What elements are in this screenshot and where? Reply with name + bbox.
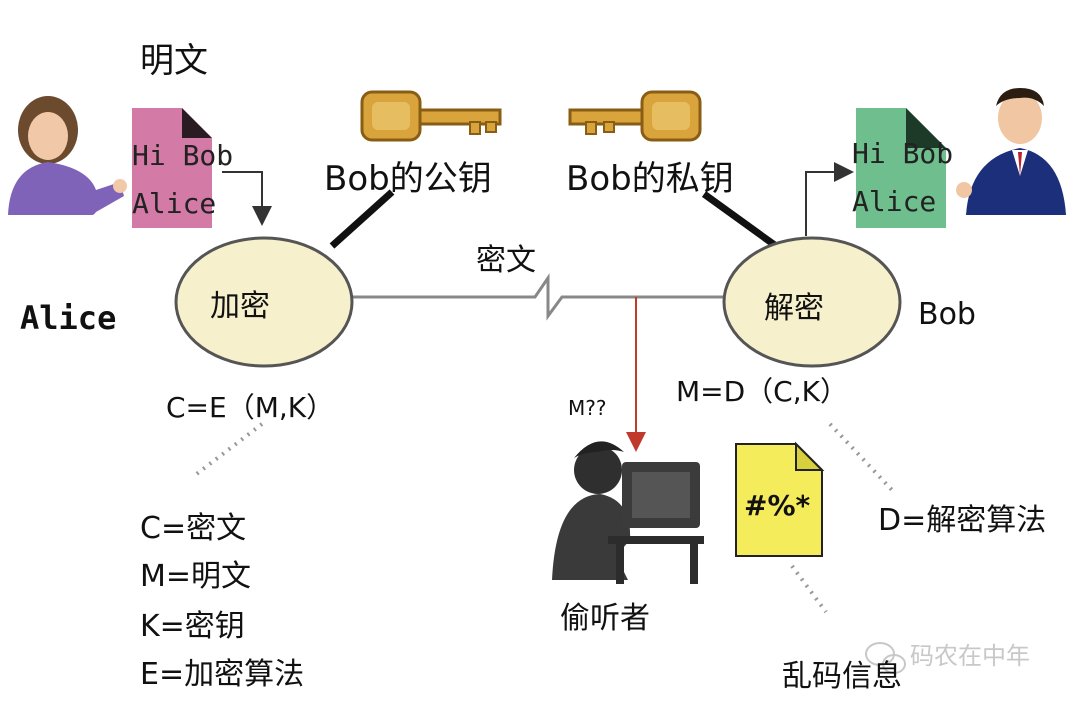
encrypt-ellipse xyxy=(174,236,354,368)
garbled-pointer xyxy=(790,564,828,614)
decrypt-to-bob-arrow xyxy=(805,162,854,236)
encrypt-formula-pointer xyxy=(192,422,264,478)
public-key-label: Bob的公钥 xyxy=(324,159,492,199)
encrypt-formula: C=E（M,K） xyxy=(166,391,335,424)
private-key-icon xyxy=(568,90,702,142)
garbled-doc-icon xyxy=(735,441,825,557)
eavesdropper-icon xyxy=(552,441,704,584)
alice-to-encrypt-arrow xyxy=(222,171,272,226)
watermark-label: 码农在中年 xyxy=(910,642,1030,670)
garbled-doc-text: #%* xyxy=(744,489,811,522)
garbled-info-label: 乱码信息 xyxy=(782,659,902,694)
legend-item-plaintext: M=明文 xyxy=(140,559,252,594)
legend-item-ciphertext: C=密文 xyxy=(140,511,247,546)
decrypt-algo-label: D=解密算法 xyxy=(878,503,1047,538)
legend-item-key: K=密钥 xyxy=(140,609,245,644)
cipher-channel-line xyxy=(338,273,724,321)
decrypt-formula-pointer xyxy=(828,422,894,492)
bob-doc-line-2: Alice xyxy=(852,185,937,218)
public-key-leader xyxy=(329,189,395,249)
legend-item-encrypt-algo: E=加密算法 xyxy=(140,657,305,692)
alice-doc-line-1: Hi Bob xyxy=(132,139,234,172)
eavesdropper-label: 偷听者 xyxy=(560,601,650,636)
bob-plaintext-doc-icon xyxy=(856,108,946,228)
plaintext-label: 明文 xyxy=(140,41,208,81)
alice-avatar-icon xyxy=(8,96,127,215)
alice-plaintext-doc-icon xyxy=(132,108,212,228)
wechat-icon xyxy=(865,642,906,674)
encrypt-label: 加密 xyxy=(210,289,270,324)
bob-avatar-icon xyxy=(956,88,1066,215)
private-key-label: Bob的私钥 xyxy=(566,159,734,199)
public-key-icon xyxy=(360,90,502,142)
private-key-leader xyxy=(701,191,779,249)
eavesdropper-confused-label: M?? xyxy=(568,396,607,420)
alice-name: Alice xyxy=(20,299,117,337)
decrypt-ellipse xyxy=(722,236,902,368)
decrypt-formula: M=D（C,K） xyxy=(676,375,848,408)
alice-doc-line-2: Alice xyxy=(132,187,217,220)
bob-name: Bob xyxy=(918,297,976,332)
ciphertext-label: 密文 xyxy=(476,243,536,278)
bob-doc-line-1: Hi Bob xyxy=(852,137,954,170)
decrypt-label: 解密 xyxy=(764,291,824,326)
